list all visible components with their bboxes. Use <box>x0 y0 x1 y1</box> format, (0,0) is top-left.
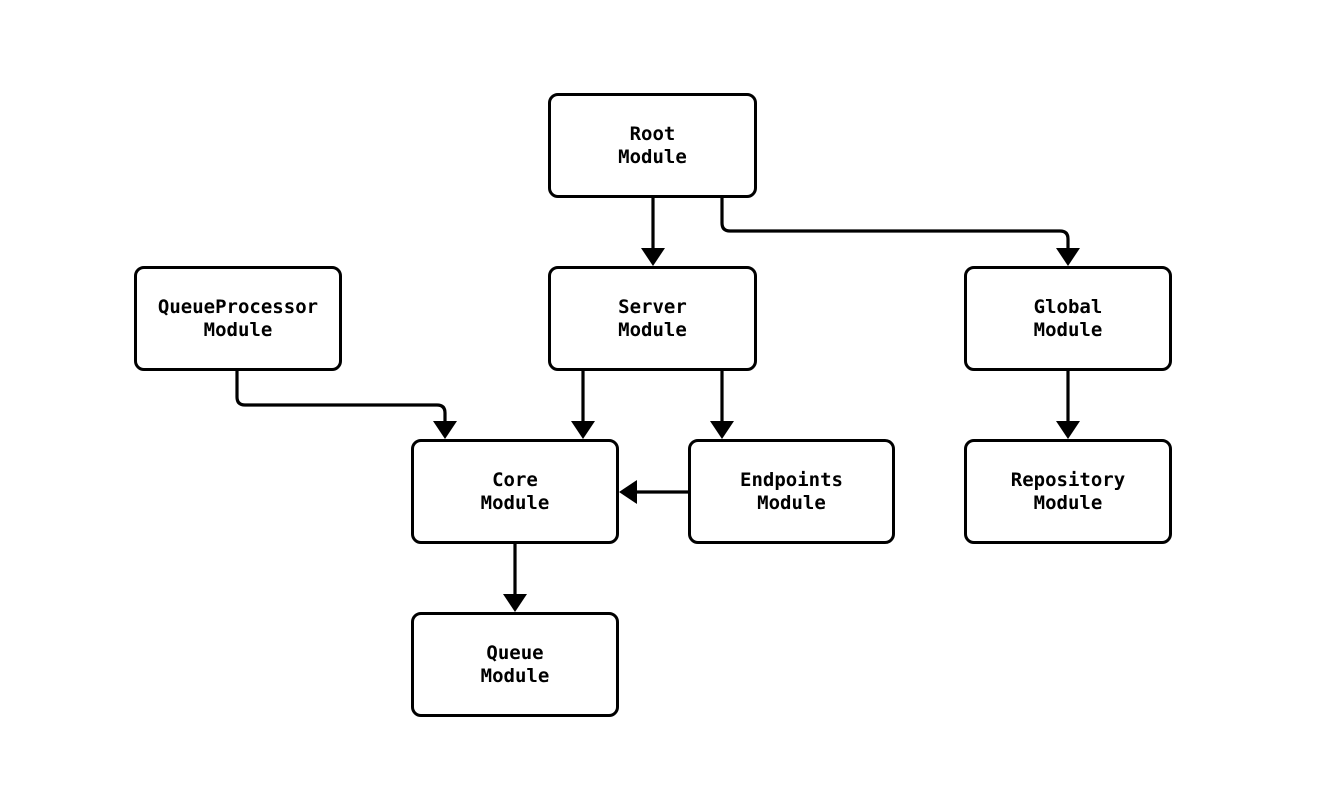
node-root-module-label: Root Module <box>618 122 687 168</box>
node-root-module: Root Module <box>548 93 757 198</box>
node-endpoints-module: Endpoints Module <box>688 439 895 544</box>
node-repository-module: Repository Module <box>964 439 1172 544</box>
node-queue-module: Queue Module <box>411 612 619 717</box>
edge-server-to-core <box>571 371 595 439</box>
node-repository-module-label: Repository Module <box>1010 468 1126 514</box>
edge-server-to-endpoints <box>710 371 734 439</box>
node-queueprocessor-module-label: QueueProcessor Module <box>157 295 319 341</box>
edge-root-to-server <box>641 198 665 266</box>
node-server-module-label: Server Module <box>618 295 687 341</box>
node-core-module: Core Module <box>411 439 619 544</box>
node-queue-module-label: Queue Module <box>480 641 550 687</box>
edge-core-to-queue <box>503 544 527 612</box>
node-queueprocessor-module: QueueProcessor Module <box>134 266 342 371</box>
node-server-module: Server Module <box>548 266 757 371</box>
edge-endpoints-to-core <box>619 480 688 504</box>
node-core-module-label: Core Module <box>480 468 550 514</box>
node-endpoints-module-label: Endpoints Module <box>740 468 843 514</box>
edge-root-to-global <box>720 198 1080 266</box>
edge-queueprocessor-to-core <box>235 371 457 439</box>
node-global-module-label: Global Module <box>1033 295 1103 341</box>
edge-global-to-repository <box>1056 371 1080 439</box>
node-global-module: Global Module <box>964 266 1172 371</box>
